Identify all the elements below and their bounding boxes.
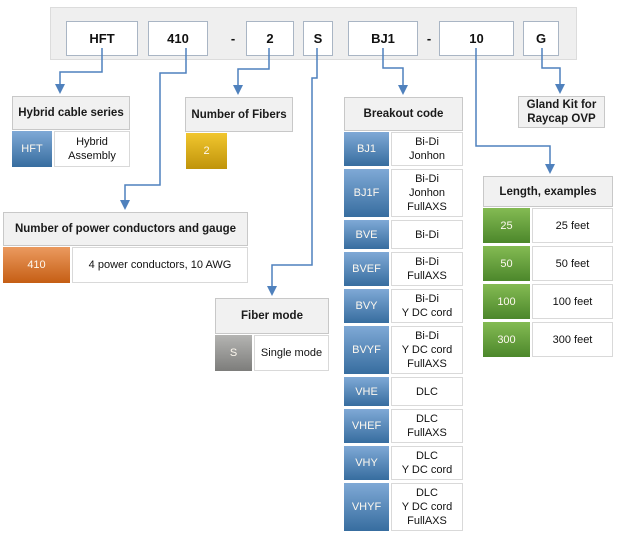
breakout-row: BVEF Bi-Di FullAXS bbox=[344, 252, 463, 286]
length-desc-cell: 300 feet bbox=[532, 322, 613, 357]
breakout-desc-cell: DLC Y DC cord FullAXS bbox=[391, 483, 463, 531]
breakout-row: VHE DLC bbox=[344, 377, 463, 406]
length-code-cell: 300 bbox=[483, 322, 530, 357]
breakout-desc-cell: Bi-Di Jonhon FullAXS bbox=[391, 169, 463, 217]
breakout-row: VHYF DLC Y DC cord FullAXS bbox=[344, 483, 463, 531]
breakout-code-cell: VHY bbox=[344, 446, 389, 480]
breakout-code-cell: BVE bbox=[344, 220, 389, 249]
breakout-code-cell: BVEF bbox=[344, 252, 389, 286]
breakout-row: BVY Bi-Di Y DC cord bbox=[344, 289, 463, 323]
breakout-desc-cell: Bi-Di Jonhon bbox=[391, 132, 463, 166]
breakout-row: BVYF Bi-Di Y DC cord FullAXS bbox=[344, 326, 463, 374]
segment-410: 410 bbox=[148, 21, 208, 56]
breakout-code-cell: BVYF bbox=[344, 326, 389, 374]
length-row: 25 25 feet bbox=[483, 208, 613, 243]
breakout-row: BJ1 Bi-Di Jonhon bbox=[344, 132, 463, 166]
breakout-desc-cell: DLC bbox=[391, 377, 463, 406]
fibers-title: Number of Fibers bbox=[185, 97, 293, 132]
segment-g: G bbox=[523, 21, 559, 56]
power-desc-cell: 4 power conductors, 10 AWG bbox=[72, 247, 248, 283]
length-desc-cell: 100 feet bbox=[532, 284, 613, 319]
segment-dash-1: - bbox=[230, 31, 236, 46]
breakout-code-cell: VHE bbox=[344, 377, 389, 406]
length-code-cell: 100 bbox=[483, 284, 530, 319]
breakout-desc-cell: Bi-Di bbox=[391, 220, 463, 249]
segment-bj1: BJ1 bbox=[348, 21, 418, 56]
power-title: Number of power conductors and gauge bbox=[3, 212, 248, 246]
breakout-title: Breakout code bbox=[344, 97, 463, 131]
breakout-desc-cell: DLC Y DC cord bbox=[391, 446, 463, 480]
fiber-mode-title: Fiber mode bbox=[215, 298, 329, 334]
breakout-row: BJ1F Bi-Di Jonhon FullAXS bbox=[344, 169, 463, 217]
length-code-cell: 50 bbox=[483, 246, 530, 281]
length-desc-cell: 50 feet bbox=[532, 246, 613, 281]
segment-hft: HFT bbox=[66, 21, 138, 56]
breakout-code-cell: VHYF bbox=[344, 483, 389, 531]
segment-10: 10 bbox=[439, 21, 514, 56]
length-row: 50 50 feet bbox=[483, 246, 613, 281]
breakout-desc-cell: Bi-Di Y DC cord FullAXS bbox=[391, 326, 463, 374]
segment-dash-2: - bbox=[426, 31, 432, 46]
series-desc-cell: Hybrid Assembly bbox=[54, 131, 130, 167]
breakout-code-cell: VHEF bbox=[344, 409, 389, 443]
power-code-cell: 410 bbox=[3, 247, 70, 283]
power-row: 410 4 power conductors, 10 AWG bbox=[3, 247, 248, 283]
series-title: Hybrid cable series bbox=[12, 96, 130, 130]
lengths-table: 25 25 feet 50 50 feet 100 100 feet 300 3… bbox=[483, 208, 613, 357]
fiber-mode-code-cell: S bbox=[215, 335, 252, 371]
breakout-desc-cell: Bi-Di Y DC cord bbox=[391, 289, 463, 323]
gland-kit-label: Gland Kit for Raycap OVP bbox=[518, 96, 605, 128]
fiber-mode-desc-cell: Single mode bbox=[254, 335, 329, 371]
fibers-code-cell: 2 bbox=[186, 133, 227, 169]
breakout-row: BVE Bi-Di bbox=[344, 220, 463, 249]
series-row: HFT Hybrid Assembly bbox=[12, 131, 130, 167]
connector-s bbox=[267, 48, 318, 296]
segment-2: 2 bbox=[246, 21, 294, 56]
length-row: 300 300 feet bbox=[483, 322, 613, 357]
length-desc-cell: 25 feet bbox=[532, 208, 613, 243]
breakout-table: BJ1 Bi-Di Jonhon BJ1F Bi-Di Jonhon FullA… bbox=[344, 132, 463, 531]
breakout-desc-cell: DLC FullAXS bbox=[391, 409, 463, 443]
connector-410 bbox=[120, 48, 187, 210]
length-row: 100 100 feet bbox=[483, 284, 613, 319]
breakout-code-cell: BJ1F bbox=[344, 169, 389, 217]
series-code-cell: HFT bbox=[12, 131, 52, 167]
breakout-row: VHY DLC Y DC cord bbox=[344, 446, 463, 480]
length-code-cell: 25 bbox=[483, 208, 530, 243]
breakout-row: VHEF DLC FullAXS bbox=[344, 409, 463, 443]
segment-s: S bbox=[303, 21, 333, 56]
breakout-code-cell: BJ1 bbox=[344, 132, 389, 166]
breakout-desc-cell: Bi-Di FullAXS bbox=[391, 252, 463, 286]
part-number-strip: HFT 410 - 2 S BJ1 - 10 G bbox=[50, 7, 577, 60]
fiber-mode-row: S Single mode bbox=[215, 335, 329, 371]
lengths-title: Length, examples bbox=[483, 176, 613, 207]
breakout-code-cell: BVY bbox=[344, 289, 389, 323]
